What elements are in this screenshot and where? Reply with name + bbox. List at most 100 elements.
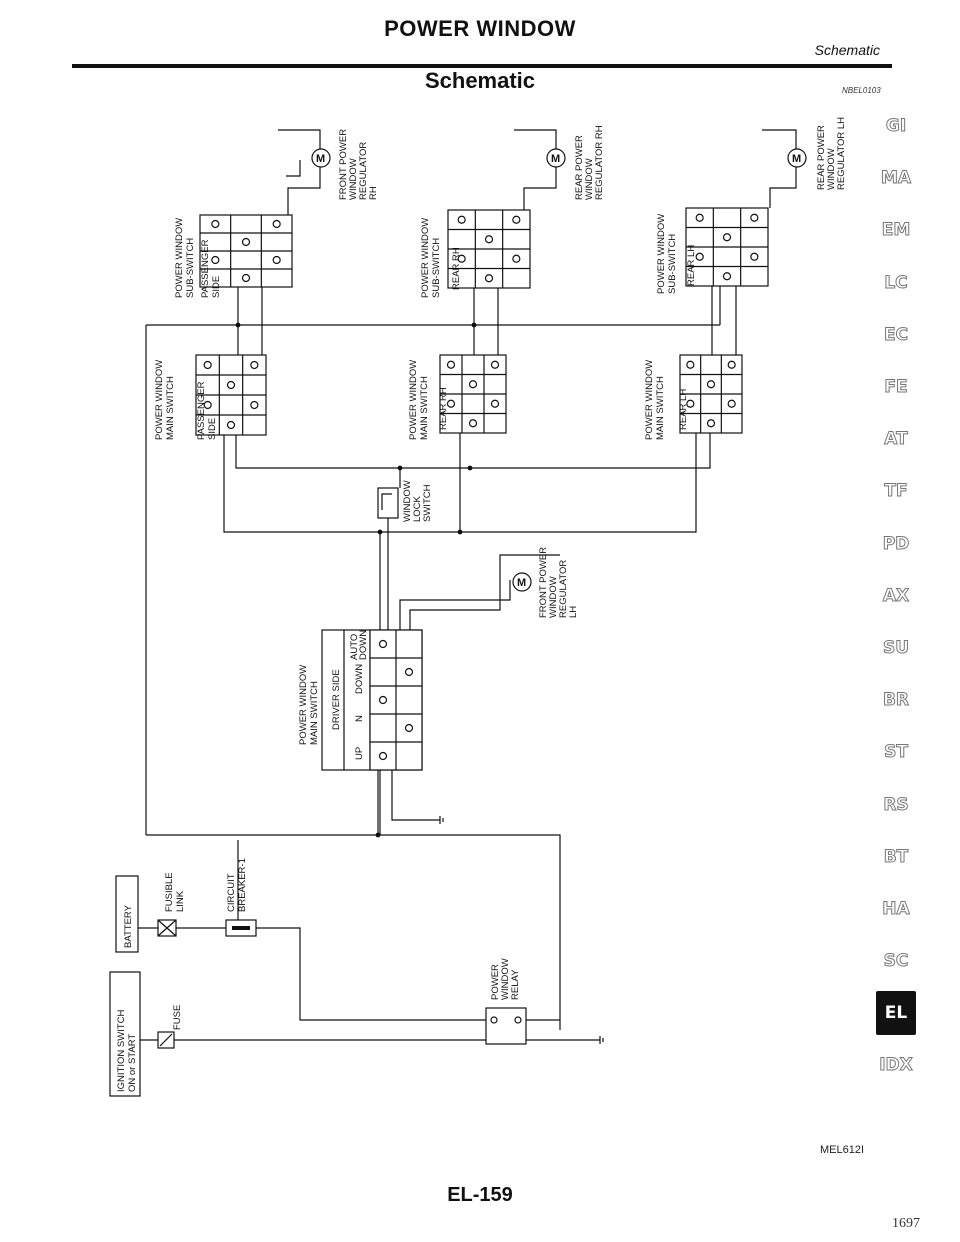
sidebar-item-pd[interactable]: PD: [882, 533, 910, 554]
main-switch-passenger-label: MAIN SWITCH: [165, 376, 176, 440]
sidebar-item-ax[interactable]: AX: [882, 585, 910, 606]
sidebar-item-ec[interactable]: EC: [883, 324, 909, 345]
contact-point: [446, 399, 456, 408]
main-switch-rear-lh-label: POWER WINDOW: [644, 360, 655, 440]
contact-point: [378, 695, 388, 705]
contact-point: [695, 213, 704, 222]
sub-switch-passenger-label: SUB-SWITCH: [185, 238, 196, 298]
contact-point: [686, 399, 695, 408]
battery-box: [115, 875, 139, 953]
contact-point: [468, 419, 478, 428]
ignition-switch-label: ON or START: [127, 1034, 138, 1092]
sidebar-item-idx[interactable]: IDX: [879, 1055, 914, 1076]
contact-point: [490, 399, 500, 408]
lock-switch-contact-icon: [381, 493, 392, 510]
wire: [256, 927, 486, 1021]
contact-point: [468, 380, 478, 389]
sub-switch-rear-rh-label: SUB-SWITCH: [431, 238, 442, 298]
contact-point: [722, 272, 732, 281]
sub-switch-rear-lh-head: REAR LH: [686, 245, 697, 286]
wire: [762, 129, 797, 208]
rear-regulator-lh-label: WINDOW: [826, 148, 837, 190]
contact-point: [226, 420, 236, 430]
position-up-label: UP: [354, 747, 365, 760]
sidebar-item-tf[interactable]: TF: [884, 481, 908, 502]
sidebar-item-sc[interactable]: SC: [883, 951, 909, 972]
sidebar-item-ha[interactable]: HA: [882, 898, 910, 919]
sidebar-item-lc[interactable]: LC: [884, 272, 908, 293]
relay-contact-icon: [490, 1016, 498, 1024]
sub-switch-rear-lh-label: POWER WINDOW: [656, 214, 667, 294]
wire: [157, 919, 177, 937]
sidebar-item-gi[interactable]: GI: [885, 116, 907, 137]
page-number: EL-159: [447, 1184, 513, 1206]
sidebar-item-at[interactable]: AT: [884, 429, 908, 450]
figure-code: MEL612I: [820, 1144, 865, 1156]
contact-point: [686, 360, 695, 369]
battery-label: BATTERY: [123, 904, 134, 948]
sidebar-item-fe[interactable]: FE: [884, 377, 908, 398]
contact-point: [203, 360, 212, 370]
main-switch-driver-label: MAIN SWITCH: [309, 681, 320, 745]
front-regulator-lh-label: WINDOW: [548, 576, 559, 618]
front-regulator-rh-label: FRONT POWER: [338, 129, 349, 200]
contact-point: [512, 215, 521, 224]
sub-switch-rear-rh-head: REAR RH: [451, 247, 462, 290]
wire: [399, 580, 511, 630]
sidebar-item-ma[interactable]: MA: [880, 168, 912, 189]
power-window-relay-label: RELAY: [510, 969, 521, 1000]
header-rule: [72, 64, 892, 68]
wire: [278, 129, 321, 215]
fuse-label: FUSE: [172, 1005, 183, 1030]
sidebar-item-el[interactable]: EL: [876, 991, 916, 1036]
sidebar-item-st[interactable]: ST: [884, 742, 909, 763]
motor-label: M: [316, 153, 325, 165]
page-header-section: Schematic: [814, 42, 880, 58]
fusible-link-label: LINK: [175, 890, 186, 912]
position-auto-down-label: DOWN: [358, 630, 369, 660]
ignition-switch-box: [109, 971, 141, 1097]
contact-point: [446, 360, 456, 369]
contact-point: [241, 237, 251, 247]
position-down-label: DOWN: [354, 664, 365, 694]
sidebar-item-em[interactable]: EM: [881, 220, 911, 241]
front-regulator-lh-label: FRONT POWER: [538, 547, 549, 618]
contact-point: [378, 751, 388, 761]
sidebar-item-br[interactable]: BR: [882, 690, 910, 711]
power-window-relay-label: POWER: [490, 964, 501, 1000]
section-code: NBEL0103: [842, 86, 881, 95]
section-index-sidebar: GI MA EM LC EC FE AT TF PD AX SU BR ST RS BT HA SC EL IDX: [868, 100, 924, 1091]
sidebar-item-bt[interactable]: BT: [883, 846, 909, 867]
main-switch-rear-lh-head: REAR LH: [678, 389, 689, 430]
wire: [391, 770, 440, 821]
wire: [159, 1033, 173, 1047]
power-window-relay-label: WINDOW: [500, 958, 511, 1000]
contact-point: [457, 215, 466, 224]
contact-point: [457, 254, 466, 263]
junction-dot: [375, 832, 381, 838]
section-title: Schematic: [424, 68, 536, 93]
contact-point: [706, 380, 716, 389]
junction-dot: [457, 529, 463, 535]
contact-point: [722, 233, 732, 242]
contact-point: [490, 360, 500, 369]
motor-label: M: [551, 153, 560, 165]
contact-point: [272, 255, 281, 265]
contact-point: [378, 639, 388, 649]
window-lock-switch-label: LOCK: [412, 495, 423, 522]
front-regulator-lh-label: LH: [568, 606, 579, 618]
contact-point: [250, 400, 259, 410]
rear-regulator-rh-label: REGULATOR RH: [594, 125, 605, 200]
window-lock-switch-label: SWITCH: [422, 484, 433, 522]
relay-contact-icon: [514, 1016, 522, 1024]
circuit-breaker-label: BREAKER-1: [237, 858, 248, 912]
sidebar-item-rs[interactable]: RS: [883, 794, 909, 815]
sidebar-item-su[interactable]: SU: [882, 637, 910, 658]
contact-point: [512, 254, 521, 263]
contact-point: [484, 274, 494, 283]
main-switch-passenger-head: PASSENGER: [196, 381, 207, 440]
sub-switch-passenger-head: SIDE: [211, 276, 222, 298]
main-switch-passenger-head: SIDE: [207, 418, 218, 440]
motor-icon: [512, 572, 532, 592]
